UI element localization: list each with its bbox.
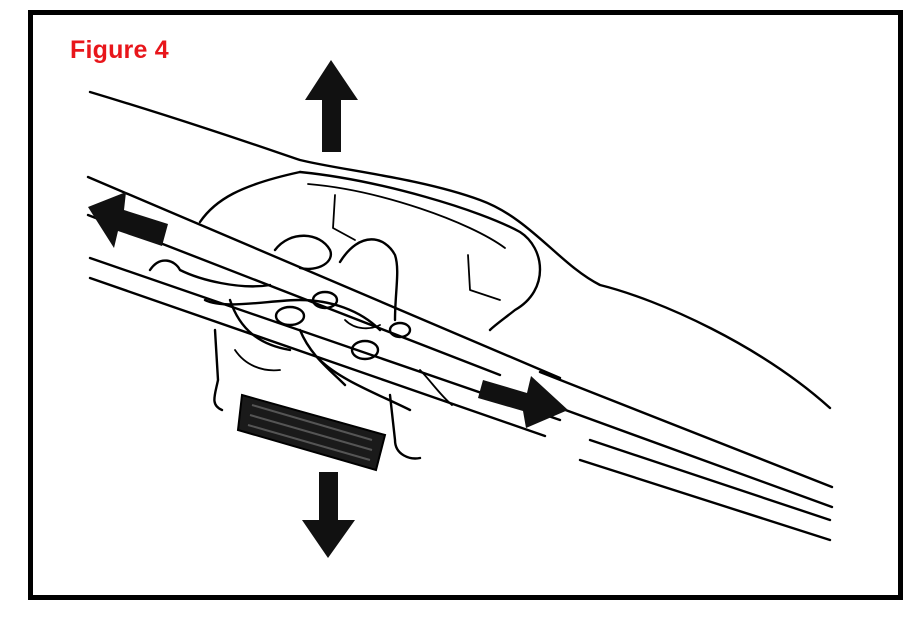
figure-title: Figure 4	[70, 36, 169, 64]
arrow-down-icon	[302, 472, 355, 558]
wiper-blade	[86, 175, 834, 542]
wiper-arm	[88, 90, 832, 410]
figure-frame	[28, 10, 903, 600]
clip-assembly	[148, 234, 453, 460]
arrow-left-icon	[88, 192, 168, 248]
arrow-right-icon	[478, 376, 568, 428]
spring-coil	[236, 393, 387, 472]
arrow-up-icon	[305, 60, 358, 152]
